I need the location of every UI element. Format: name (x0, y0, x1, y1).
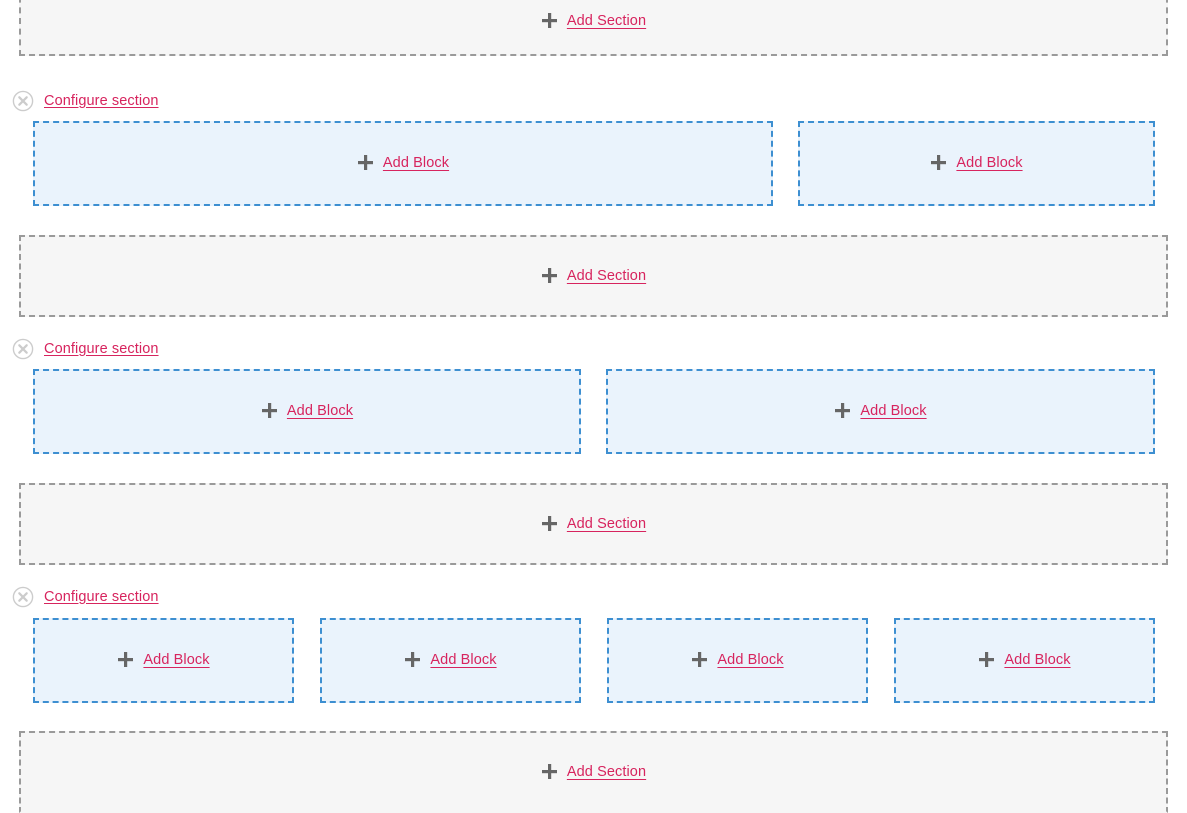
add-block-2-2[interactable]: Add Block (606, 369, 1155, 454)
add-section-row-1[interactable]: Add Section (19, 0, 1168, 56)
add-block-3-4-link-label: Add Block (1004, 652, 1071, 669)
configure-section-bar-3: Configure section (12, 585, 159, 609)
plus-icon (541, 763, 557, 779)
add-section-row-4[interactable]: Add Section (19, 731, 1168, 813)
configure-section-bar-1: Configure section (12, 89, 159, 113)
plus-icon (541, 267, 557, 283)
configure-section-bar-2-link[interactable]: Configure section (44, 340, 159, 357)
plus-icon (541, 12, 557, 28)
add-block-3-2-link-label: Add Block (430, 652, 497, 669)
close-circle-icon[interactable] (12, 338, 34, 360)
plus-icon (979, 652, 995, 667)
add-section-row-3-link[interactable]: Add Section (541, 515, 647, 533)
add-section-row-4-link[interactable]: Add Section (541, 763, 647, 781)
plus-icon (405, 652, 421, 667)
block-row-1: Add Block Add Block (33, 121, 1155, 206)
add-section-row-3-link-label: Add Section (566, 515, 647, 532)
add-block-3-2[interactable]: Add Block (320, 618, 581, 703)
configure-section-bar-1-link[interactable]: Configure section (44, 92, 159, 109)
add-block-1-1-link[interactable]: Add Block (357, 155, 449, 172)
plus-icon (541, 515, 557, 531)
add-block-3-2-link[interactable]: Add Block (404, 652, 496, 669)
add-block-1-1[interactable]: Add Block (33, 121, 773, 206)
add-section-row-3[interactable]: Add Section (19, 483, 1168, 565)
add-section-row-1-link[interactable]: Add Section (541, 12, 647, 30)
plus-icon (261, 403, 277, 418)
add-block-1-2-link[interactable]: Add Block (930, 155, 1022, 172)
close-circle-icon[interactable] (12, 90, 34, 112)
plus-icon (357, 155, 373, 170)
close-circle-icon[interactable] (12, 586, 34, 608)
add-block-3-4[interactable]: Add Block (894, 618, 1155, 703)
plus-icon (692, 652, 708, 667)
plus-icon (931, 155, 947, 170)
add-block-3-3-link-label: Add Block (717, 652, 784, 669)
add-section-row-4-link-label: Add Section (566, 763, 647, 780)
plus-icon (118, 652, 134, 667)
add-block-2-1-link-label: Add Block (286, 403, 354, 420)
add-block-3-4-link[interactable]: Add Block (978, 652, 1070, 669)
add-block-2-2-link[interactable]: Add Block (834, 403, 926, 420)
add-block-1-2[interactable]: Add Block (798, 121, 1155, 206)
add-block-3-1-link-label: Add Block (143, 652, 210, 669)
plus-icon (835, 403, 851, 418)
add-block-3-1[interactable]: Add Block (33, 618, 294, 703)
add-section-row-2-link[interactable]: Add Section (541, 267, 647, 285)
add-block-1-2-link-label: Add Block (956, 155, 1023, 172)
block-row-2: Add Block Add Block (33, 369, 1155, 454)
add-section-row-2-link-label: Add Section (566, 267, 647, 284)
add-block-3-1-link[interactable]: Add Block (117, 652, 209, 669)
add-block-3-3[interactable]: Add Block (607, 618, 868, 703)
add-block-3-3-link[interactable]: Add Block (691, 652, 783, 669)
add-block-1-1-link-label: Add Block (382, 155, 450, 172)
add-block-2-1-link[interactable]: Add Block (261, 403, 353, 420)
configure-section-bar-3-link[interactable]: Configure section (44, 588, 159, 605)
block-row-3: Add Block Add Block Add Block Add Block (33, 618, 1155, 703)
add-block-2-2-link-label: Add Block (860, 403, 927, 420)
add-block-2-1[interactable]: Add Block (33, 369, 581, 454)
add-section-row-1-link-label: Add Section (566, 12, 647, 29)
configure-section-bar-2: Configure section (12, 337, 159, 361)
add-section-row-2[interactable]: Add Section (19, 235, 1168, 317)
